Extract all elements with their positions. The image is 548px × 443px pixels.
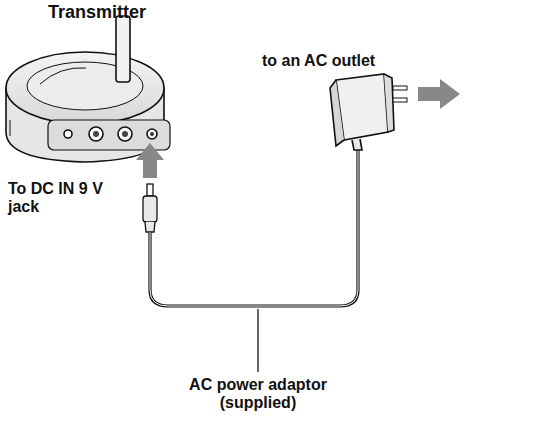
plug-prong — [393, 98, 407, 102]
antenna — [116, 16, 130, 82]
transmitter-unit — [6, 16, 170, 162]
adaptor-front — [336, 74, 388, 140]
cable — [150, 150, 358, 306]
adaptor-side — [330, 80, 344, 146]
cord-exit — [352, 139, 362, 150]
outlet-arrow — [418, 79, 460, 109]
dc-plug — [143, 184, 157, 232]
adaptor-face — [384, 74, 394, 132]
part-label: Transmitter — [48, 2, 208, 23]
insert-arrow — [136, 143, 164, 178]
part-label: to an AC outlet — [262, 52, 462, 70]
jack — [64, 130, 72, 138]
plug-tip — [147, 184, 153, 196]
jack — [93, 131, 99, 137]
cable-highlight — [150, 150, 358, 306]
plug-strain — [145, 222, 155, 232]
transmitter-top — [6, 52, 164, 124]
dc-in-jack — [147, 129, 157, 139]
transmitter-dome — [40, 68, 86, 84]
leader-line — [257, 309, 258, 372]
part-label: To DC IN 9 V jack — [8, 180, 104, 217]
jack — [122, 131, 128, 137]
part-label: AC power adaptor (supplied) — [180, 376, 336, 413]
plug-body — [143, 196, 157, 222]
jack — [118, 127, 132, 141]
jack — [89, 127, 103, 141]
dc-in-jack — [150, 132, 154, 136]
ac-adaptor — [330, 74, 407, 150]
plug-prong — [393, 86, 407, 90]
